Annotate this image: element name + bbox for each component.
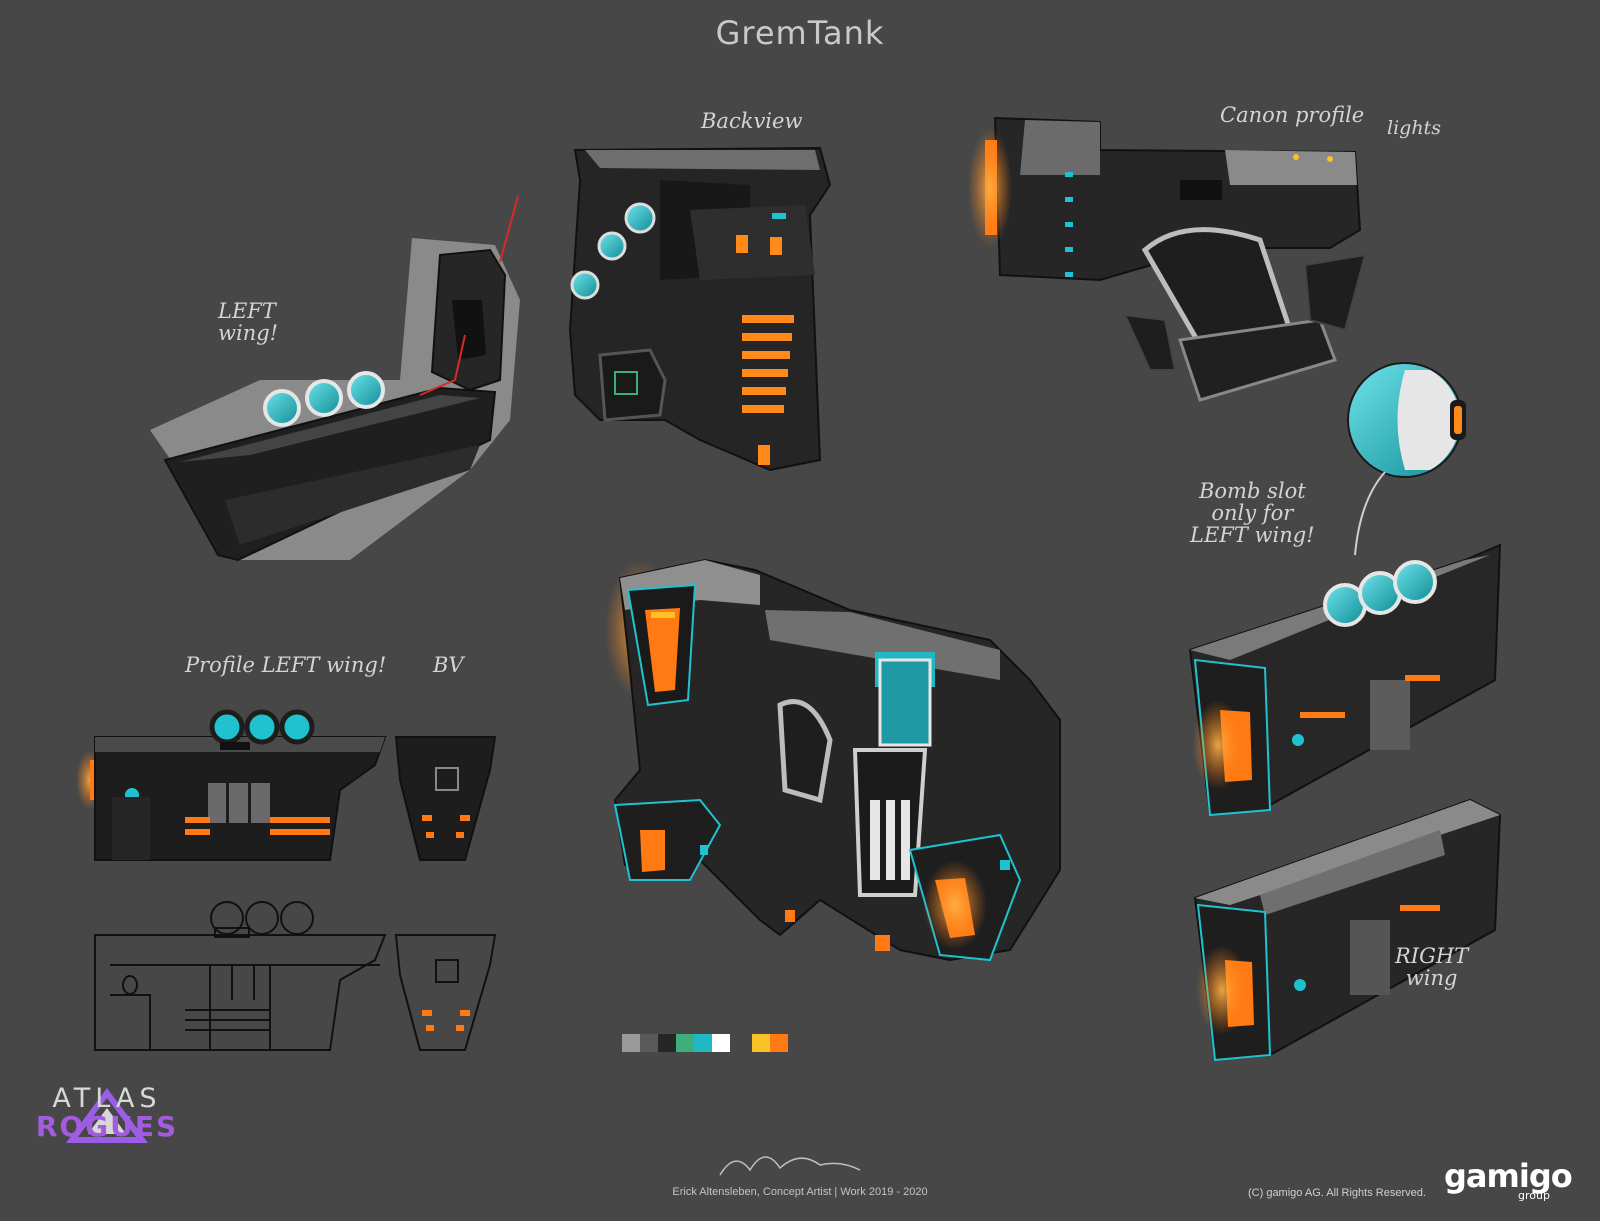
palette-swatch (712, 1034, 730, 1052)
canon-profile-sketch (968, 116, 1367, 402)
gamigo-logo: gamigo group (1444, 1157, 1573, 1202)
right-wing-sketch (1193, 798, 1502, 1062)
logo-line1: ATLAS (52, 1083, 162, 1114)
annotation-canon-profile: Canon profile (1220, 103, 1365, 127)
profile-left-wing-sketch (76, 709, 497, 861)
bomb-wing-sketch (1188, 543, 1502, 817)
palette-swatch (640, 1034, 658, 1052)
line-art-lights (422, 1010, 470, 1031)
palette-swatch (752, 1034, 770, 1052)
gamigo-wordmark: gamigo (1444, 1157, 1573, 1195)
artist-signature (719, 1156, 861, 1176)
atlas-rogues-logo-mark (66, 1087, 148, 1143)
annotation-backview: Backview (701, 109, 803, 133)
backview-sketch (568, 146, 832, 472)
atlas-rogues-logo: ATLAS ROGUES (22, 1085, 192, 1141)
gamigo-group-label: group (1518, 1189, 1550, 1202)
annotation-lights: lights (1387, 117, 1441, 139)
annotation-profile-left-wing: Profile LEFT wing! (185, 653, 387, 677)
sheet-title: GremTank (715, 14, 885, 52)
annotation-right-wing: RIGHT wing (1395, 944, 1469, 991)
palette-swatch (676, 1034, 694, 1052)
artist-credit: Erick Altensleben, Concept Artist | Work… (672, 1186, 928, 1198)
copyright-notice: (C) gamigo AG. All Rights Reserved. (1248, 1187, 1426, 1199)
line-art-sketch (94, 901, 497, 1051)
palette-swatch (694, 1034, 712, 1052)
main-render (605, 558, 1061, 962)
palette-swatch (770, 1034, 788, 1052)
annotation-bomb-slot: Bomb slot only for LEFT wing! (1190, 479, 1315, 548)
left-wing-sketch (150, 195, 520, 562)
logo-line2: ROGUES (35, 1110, 179, 1143)
annotation-left-wing: LEFT wing! (218, 299, 279, 346)
annotation-bv: BV (433, 653, 464, 677)
palette-swatch (658, 1034, 676, 1052)
bomb-ball-sketch (1347, 362, 1466, 556)
palette-swatch (622, 1034, 640, 1052)
